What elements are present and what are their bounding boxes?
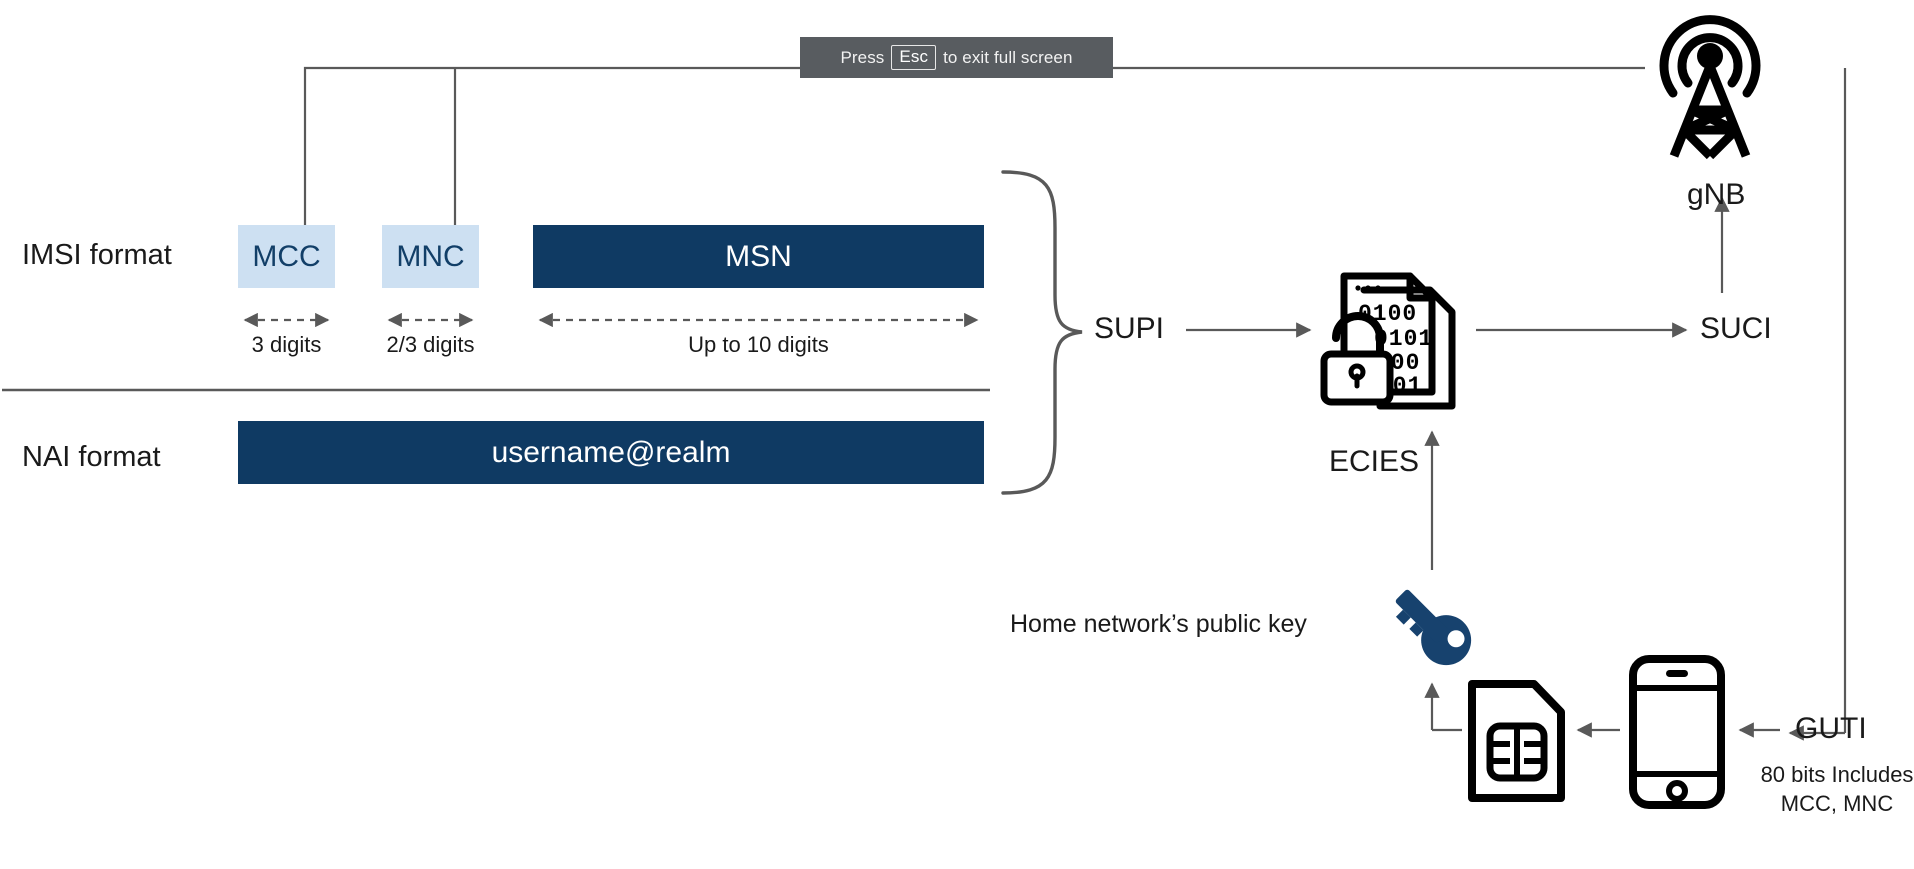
- cell-tower-icon: [1650, 8, 1770, 168]
- exit-fullscreen-banner: Press Esc to exit full screen: [800, 37, 1113, 78]
- esc-banner-suffix: to exit full screen: [943, 47, 1073, 67]
- guti-caption: 80 bits Includes MCC, MNC: [1760, 762, 1914, 817]
- imsi-format-label: IMSI format: [22, 239, 172, 271]
- guti-label: GUTI: [1795, 712, 1867, 745]
- nai-format-label: NAI format: [22, 441, 161, 473]
- home-network-public-key-label: Home network’s public key: [1010, 610, 1307, 638]
- imsi-segment-mcc: MCC: [238, 225, 335, 288]
- mcc-digit-count: 3 digits: [251, 332, 322, 357]
- ecies-label: ECIES: [1329, 445, 1420, 478]
- encrypted-document-lock-icon: 0100 0101 100 101: [1318, 268, 1468, 418]
- esc-banner-prefix: Press: [840, 47, 885, 67]
- sim-card-icon: [1464, 676, 1569, 806]
- gnb-label: gNB: [1687, 178, 1746, 211]
- esc-key-badge: Esc: [891, 45, 937, 70]
- imsi-segment-mnc: MNC: [382, 225, 479, 288]
- smartphone-icon: [1626, 652, 1728, 812]
- suci-label: SUCI: [1700, 312, 1772, 345]
- key-icon: [1382, 576, 1482, 676]
- mnc-digit-count: 2/3 digits: [386, 332, 475, 357]
- msn-digit-count: Up to 10 digits: [688, 332, 829, 357]
- nai-segment-username-realm: username@realm: [238, 421, 984, 484]
- supi-label: SUPI: [1094, 312, 1165, 345]
- imsi-segment-msn: MSN: [533, 225, 984, 288]
